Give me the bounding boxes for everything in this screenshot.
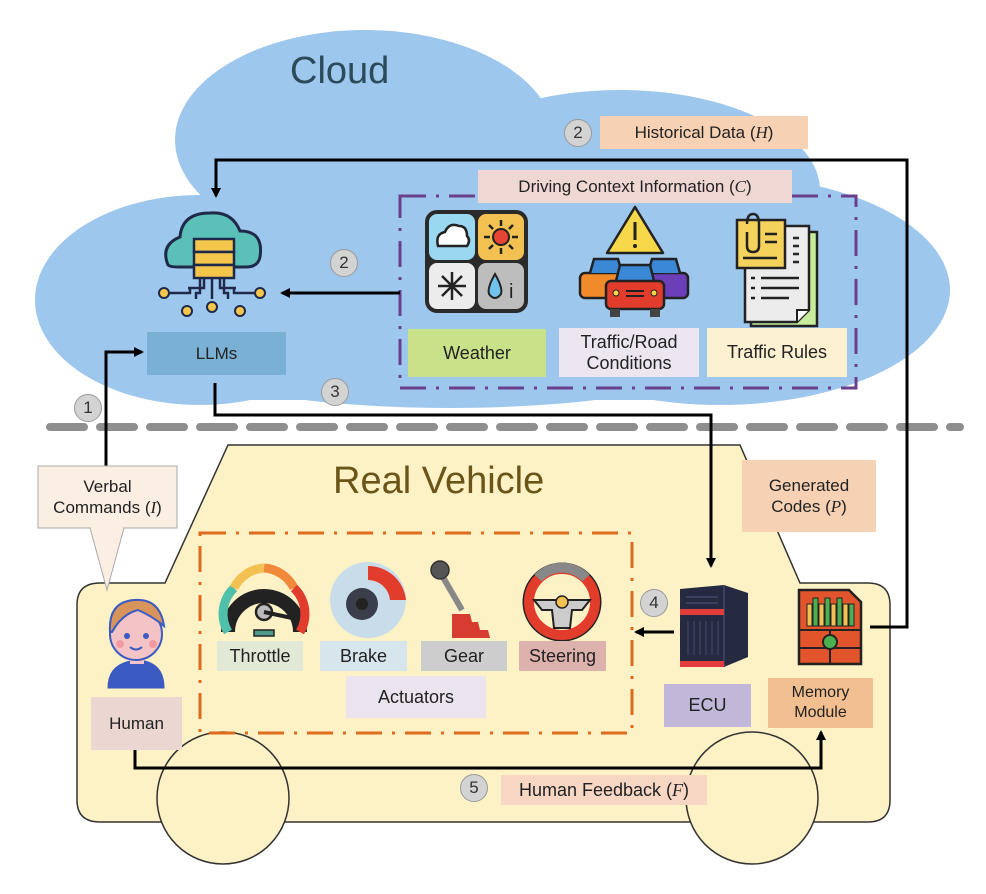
- documents-icon: [735, 212, 819, 328]
- cloud-server-icon: [158, 211, 266, 317]
- human-label: Human: [91, 697, 182, 750]
- step-badge-4: 4: [640, 589, 668, 617]
- arrows: [104, 158, 909, 770]
- svg-text:i: i: [509, 281, 513, 303]
- memory-module-label: Memory Module: [768, 678, 873, 728]
- step-badge-2-historical: 2: [564, 119, 592, 147]
- vehicle-title: Real Vehicle: [333, 460, 545, 502]
- actuators-border: [198, 531, 634, 735]
- steering-wheel-icon: [522, 562, 602, 642]
- driving-context-label: Driving Context Information (C): [478, 170, 792, 203]
- llms-label: LLMs: [147, 332, 286, 375]
- generated-codes-label: Generated Codes (P): [742, 460, 876, 532]
- historical-data-label: Historical Data (H): [600, 116, 808, 149]
- arrow-human-feedback: [133, 730, 826, 770]
- step-badge-5: 5: [460, 774, 488, 802]
- steering-label: Steering: [519, 641, 606, 671]
- traffic-rules-label: Traffic Rules: [707, 328, 847, 377]
- throttle-label: Throttle: [217, 641, 303, 671]
- human-avatar-icon: [107, 598, 166, 689]
- weather-label: Weather: [408, 329, 546, 377]
- traffic-road-conditions-label: Traffic/Road Conditions: [559, 328, 699, 377]
- gear-shift-icon: [430, 560, 490, 638]
- ecu-label: ECU: [664, 684, 751, 727]
- step-badge-1: 1: [74, 394, 102, 422]
- front-wheel: [156, 731, 290, 865]
- cloud-title: Cloud: [290, 50, 390, 92]
- step-badge-2-context: 2: [330, 249, 358, 277]
- arrow-verbal-commands: [104, 347, 144, 466]
- verbal-commands-label: Verbal Commands (I): [53, 477, 162, 517]
- gear-label: Gear: [421, 641, 507, 671]
- brake-label: Brake: [320, 641, 407, 671]
- brake-disc-icon: [330, 562, 406, 638]
- ecu-tower-icon: [680, 585, 748, 667]
- traffic-jam-icon: [578, 205, 690, 317]
- arrow-historical-data: [211, 158, 909, 629]
- weather-icon: i: [425, 210, 528, 313]
- memory-module-icon: [797, 588, 863, 666]
- human-feedback-label: Human Feedback (F): [501, 775, 707, 805]
- arrow-generated-codes: [213, 383, 716, 568]
- actuators-label: Actuators: [346, 676, 486, 718]
- speedometer-icon: [218, 563, 310, 637]
- step-badge-3: 3: [321, 378, 349, 406]
- verbal-commands-bubble: [37, 465, 178, 592]
